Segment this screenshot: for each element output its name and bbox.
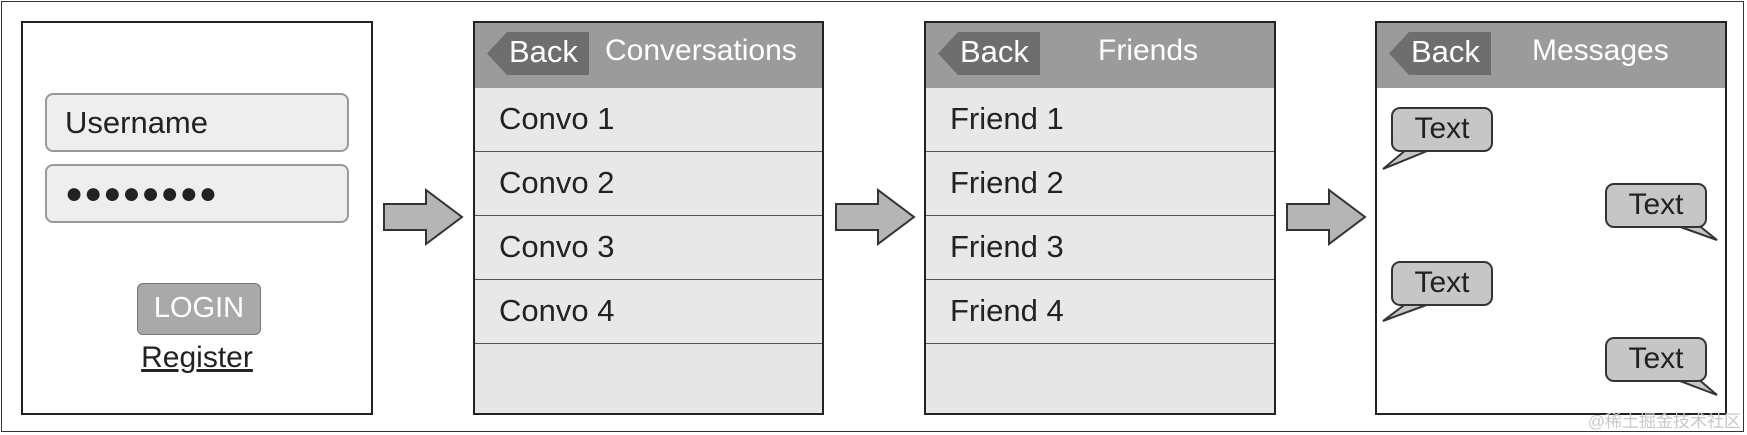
friends-header: Back Friends [926, 23, 1274, 88]
conversations-header: Back Conversations [475, 23, 822, 88]
friend-list: Friend 1 Friend 2 Friend 3 Friend 4 [926, 88, 1274, 344]
friend-item[interactable]: Friend 2 [926, 152, 1274, 216]
register-link[interactable]: Register [141, 341, 253, 374]
back-button-label[interactable]: Back [1411, 34, 1480, 69]
conversation-item[interactable]: Convo 1 [475, 88, 822, 152]
login-screen: Username ●●●●●●●● LOGIN Register [21, 21, 373, 415]
username-field[interactable]: Username [45, 93, 349, 152]
bubble-tail-left [1382, 148, 1433, 170]
message-bubble-incoming: Text [1391, 261, 1493, 306]
page-title: Messages [1532, 34, 1669, 67]
back-button[interactable] [487, 32, 589, 75]
message-bubble-incoming: Text [1391, 107, 1493, 152]
friend-item[interactable]: Friend 4 [926, 280, 1274, 344]
friend-item[interactable]: Friend 1 [926, 88, 1274, 152]
friends-screen: Back Friends Friend 1 Friend 2 Friend 3 … [924, 21, 1276, 415]
conversation-item[interactable]: Convo 4 [475, 280, 822, 344]
flow-arrow-icon [1286, 188, 1367, 246]
back-button-label[interactable]: Back [960, 34, 1029, 69]
messages-screen: Back Messages Text Text Text Text [1375, 21, 1727, 415]
message-bubble-outgoing: Text [1605, 183, 1707, 228]
friend-item[interactable]: Friend 3 [926, 216, 1274, 280]
login-button[interactable]: LOGIN [137, 283, 261, 335]
watermark: @稀土掘金技术社区 [1587, 412, 1741, 431]
conversation-item[interactable]: Convo 3 [475, 216, 822, 280]
conversations-screen: Back Conversations Convo 1 Convo 2 Convo… [473, 21, 824, 415]
password-field[interactable]: ●●●●●●●● [45, 164, 349, 223]
page-title: Friends [1098, 34, 1199, 67]
messages-header: Back Messages [1377, 23, 1725, 88]
message-bubble-outgoing: Text [1605, 337, 1707, 382]
conversation-item[interactable]: Convo 2 [475, 152, 822, 216]
back-button[interactable] [938, 32, 1040, 75]
back-button-label[interactable]: Back [509, 34, 578, 69]
flow-arrow-icon [383, 188, 464, 246]
back-button[interactable] [1389, 32, 1491, 75]
conversation-list: Convo 1 Convo 2 Convo 3 Convo 4 [475, 88, 822, 344]
flow-arrow-icon [835, 188, 916, 246]
page-title: Conversations [605, 34, 797, 67]
